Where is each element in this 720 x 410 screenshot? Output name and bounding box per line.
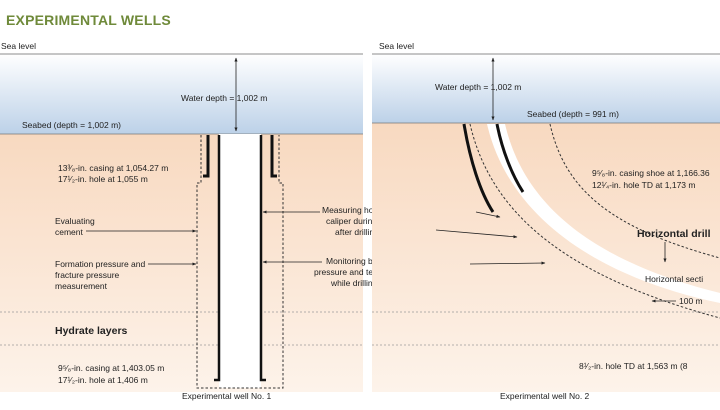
measuring-arrow-well-2a (475, 211, 501, 218)
hole-td-label: 12¹⁄₄-in. hole TD at 1,173 m (592, 180, 695, 190)
well-1-casing-9-right (259, 135, 266, 382)
well-2-casing-left (462, 123, 495, 213)
well-2-caption: Experimental well No. 2 (500, 391, 590, 401)
well-1-caption: Experimental well No. 1 (182, 391, 272, 401)
seabed-label-1: Seabed (depth = 1,002 m) (22, 120, 121, 130)
well-2-hole-outline-outer (469, 123, 720, 319)
seabed-label-2: Seabed (depth = 991 m) (527, 109, 619, 119)
well-1-casing-13-left (203, 135, 210, 178)
panel-well-2: Sea level Water depth = 1,002 m Seabed (… (372, 41, 720, 401)
hole-17-label: 17¹⁄₂-in. hole at 1,055 m (58, 174, 148, 184)
panel-well-1: Sea level Water depth = 1,002 m Seabed (… (0, 41, 412, 401)
monitoring-label-line3: while drilling (330, 278, 378, 288)
well-2-casing-right (495, 123, 525, 193)
casing-13-label: 13³⁄₈-in. casing at 1,054.27 m (58, 163, 168, 173)
measuring-label-line2: caliper during and (326, 216, 394, 226)
measuring-label-line1: Measuring hole with (322, 205, 398, 215)
sediment-band (0, 134, 363, 392)
monitoring-label-line1: Monitoring bottomhole (326, 256, 410, 266)
water-depth-label-2: Water depth = 1,002 m (435, 82, 521, 92)
monitoring-arrow-well-2 (469, 261, 546, 265)
horizontal-section-label: Horizontal secti (645, 274, 703, 284)
water-depth-label-1: Water depth = 1,002 m (181, 93, 267, 103)
monitoring-label-line2: pressure and temperature (314, 267, 412, 277)
hole-17-deep-label: 17¹⁄₂-in. hole at 1,406 m (58, 375, 148, 385)
well-1-casing-13-right (270, 135, 277, 178)
formation-label-line3: measurement (55, 281, 108, 291)
casing-shoe-label: 9⁵⁄₈-in. casing shoe at 1,166.36 (592, 168, 710, 178)
formation-label-line1: Formation pressure and (55, 259, 146, 269)
evaluating-label-line1: Evaluating (55, 216, 95, 226)
measuring-arrow-well-2b (435, 229, 518, 239)
figure-title: EXPERIMENTAL WELLS (6, 12, 171, 28)
measuring-label-line3: after drilling (335, 227, 379, 237)
sea-level-label-1: Sea level (1, 41, 36, 51)
horizontal-drill-label: Horizontal drill (637, 228, 711, 240)
sea-water-band (0, 54, 363, 134)
distance-label: 100 m (679, 296, 703, 306)
hydrate-layers-label: Hydrate layers (55, 325, 128, 337)
sediment-band-2 (372, 123, 720, 392)
sea-level-label-2: Sea level (379, 41, 414, 51)
well-1-hole-outline (196, 135, 284, 389)
well-1-casing-9-left (214, 135, 221, 382)
well-2-hole-outline-inner (549, 123, 720, 259)
formation-label-line2: fracture pressure (55, 270, 120, 280)
sea-water-band-2 (372, 54, 720, 123)
evaluating-label-line2: cement (55, 227, 84, 237)
casing-9-label: 9⁵⁄₈-in. casing at 1,403.05 m (58, 363, 164, 373)
hole-td-2-label: 8¹⁄₂-in. hole TD at 1,563 m (8 (579, 361, 688, 371)
well-1-bore (219, 134, 261, 388)
